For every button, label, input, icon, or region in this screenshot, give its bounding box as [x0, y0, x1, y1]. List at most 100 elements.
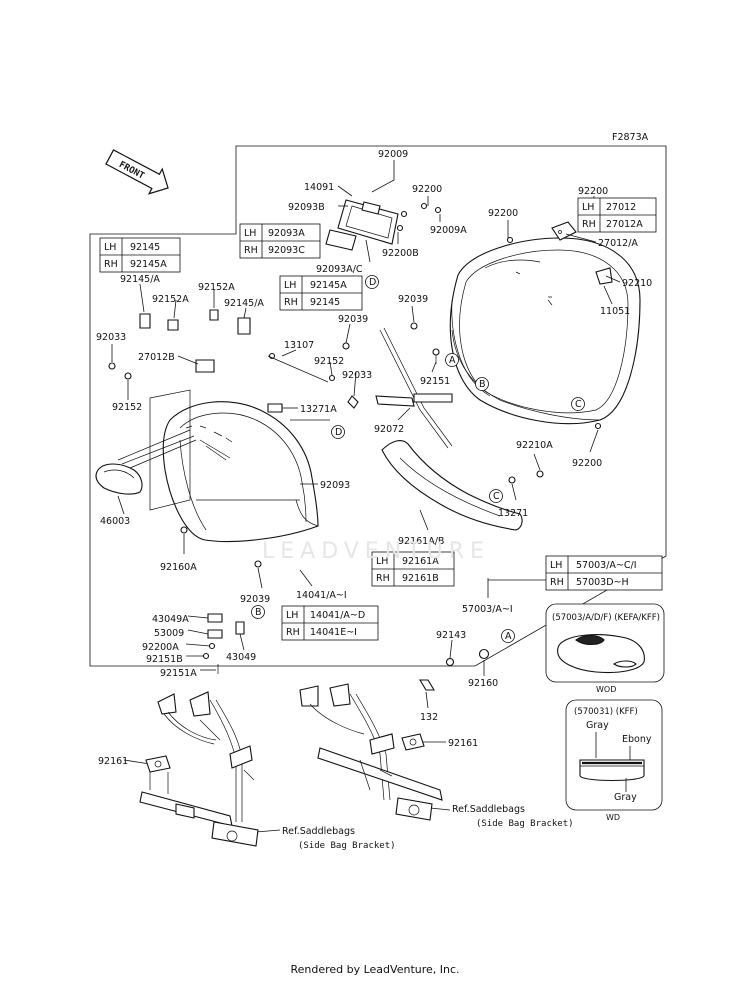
inset-wod: (57003/A/D/F) (KEFA/KFF) WOD — [545, 603, 665, 694]
svg-text:14041/A~D: 14041/A~D — [310, 610, 365, 621]
part-label: 92033 — [96, 332, 126, 343]
part-label: 92039 — [398, 294, 428, 305]
support-rod-92072 — [375, 327, 453, 449]
part-label: 92161 — [98, 756, 128, 767]
part-label: 92151B — [146, 654, 183, 665]
latch-14091 — [325, 199, 399, 251]
callout-circle — [365, 275, 379, 289]
callout-circle — [571, 397, 585, 411]
svg-text:RH: RH — [104, 259, 118, 270]
svg-text:92093C: 92093C — [268, 245, 305, 256]
part-label: 14041/A~I — [296, 590, 347, 601]
inset-code: WD — [606, 813, 620, 822]
part-label: 92093A/C — [316, 264, 363, 275]
part-label: 92200 — [578, 186, 608, 197]
part-label: 92152A — [198, 282, 235, 293]
svg-text:RH: RH — [376, 573, 390, 584]
part-label: 92200 — [488, 208, 518, 219]
callout-letter: A — [449, 355, 456, 366]
part-label: 92152 — [314, 356, 344, 367]
bracket-11051 — [595, 267, 613, 285]
inset-color: Gray — [614, 792, 637, 803]
svg-text:57003D~H: 57003D~H — [576, 577, 629, 588]
ref-notes: Ref.Saddlebags (Side Bag Bracket) Ref.Sa… — [282, 804, 574, 851]
part-label: 92009A — [430, 225, 467, 236]
callout-circle — [489, 489, 503, 503]
part-label: 92160 — [468, 678, 498, 689]
svg-text:LH: LH — [104, 242, 116, 253]
part-label: 92009 — [378, 149, 408, 160]
svg-text:LH: LH — [582, 202, 594, 213]
part-label: 53009 — [154, 628, 184, 639]
part-label: 13107 — [284, 340, 314, 351]
part-label: 92210 — [622, 278, 652, 289]
svg-text:RH: RH — [286, 627, 300, 638]
inset-title: (57003/A/D/F) (KEFA/KFF) — [552, 613, 660, 623]
side-bag-bracket-left — [139, 691, 259, 847]
leader-lines — [111, 160, 621, 833]
part-label: 132 — [420, 712, 438, 723]
part-label: 92145/A — [120, 274, 160, 285]
part-label: 92033 — [342, 370, 372, 381]
part-label: 92143 — [436, 630, 466, 641]
callout-circle — [475, 377, 489, 391]
svg-text:RH: RH — [582, 219, 596, 230]
part-label: 92093 — [320, 480, 350, 491]
part-label: 27012/A — [598, 238, 638, 249]
inset-code: WOD — [596, 685, 616, 694]
front-arrow-icon: FRONT — [105, 149, 169, 195]
part-label: 92151A — [160, 668, 197, 679]
part-label: 27012B — [138, 352, 175, 363]
callout-letter: B — [479, 379, 486, 390]
part-label: 92210A — [516, 440, 553, 451]
part-label: 92151 — [420, 376, 450, 387]
footer-credit: Rendered by LeadVenture, Inc. — [290, 963, 460, 976]
callout-circle — [331, 425, 345, 439]
reflector-46003 — [95, 429, 197, 495]
main-frame — [89, 145, 667, 667]
svg-text:LH: LH — [550, 560, 562, 571]
part-label: 11051 — [600, 306, 630, 317]
figure-code: F2873A — [612, 132, 649, 143]
svg-text:LH: LH — [376, 556, 388, 567]
part-label: 92072 — [374, 424, 404, 435]
part-label: 92200 — [412, 184, 442, 195]
part-label: 43049A — [152, 614, 189, 625]
callouts: A B C D D A B C — [251, 275, 585, 643]
callout-letter: C — [493, 491, 500, 502]
part-label: 57003/A~I — [462, 604, 513, 615]
inset-color: Ebony — [622, 734, 652, 745]
ref-note-line: Ref.Saddlebags — [282, 826, 355, 837]
callout-letter: A — [505, 631, 512, 642]
part-label: 43049 — [226, 652, 256, 663]
svg-text:LH: LH — [286, 610, 298, 621]
pad-92161 — [381, 440, 523, 531]
part-label: 92039 — [338, 314, 368, 325]
ref-note-line: (Side Bag Bracket) — [298, 841, 396, 851]
part-label: 92039 — [240, 594, 270, 605]
table-57003: LH 57003/A~C/I RH 57003D~H — [545, 555, 663, 591]
inset-wd: (570031) (KFF) Gray Ebony Gray WD — [565, 699, 663, 822]
part-label: 92152A — [152, 294, 189, 305]
svg-text:92093A: 92093A — [268, 228, 305, 239]
inset-title: (570031) (KFF) — [574, 707, 638, 717]
part-label: 92161 — [448, 738, 478, 749]
svg-text:57003/A~C/I: 57003/A~C/I — [576, 560, 637, 571]
part-label: 92200A — [142, 642, 179, 653]
hardware — [108, 202, 602, 691]
part-label: 14091 — [304, 182, 334, 193]
watermark: LEADVENTURE — [262, 539, 490, 564]
part-labels: 92009 14091 92093B 92200 92009A 92200B 9… — [96, 149, 652, 767]
ref-note-line: Ref.Saddlebags — [452, 804, 525, 815]
callout-letter: D — [335, 427, 342, 438]
callout-letter: B — [255, 607, 262, 618]
svg-text:92145A: 92145A — [130, 259, 167, 270]
part-label: 46003 — [100, 516, 130, 527]
svg-text:RH: RH — [550, 577, 564, 588]
part-label: 92161A/B — [398, 536, 444, 547]
